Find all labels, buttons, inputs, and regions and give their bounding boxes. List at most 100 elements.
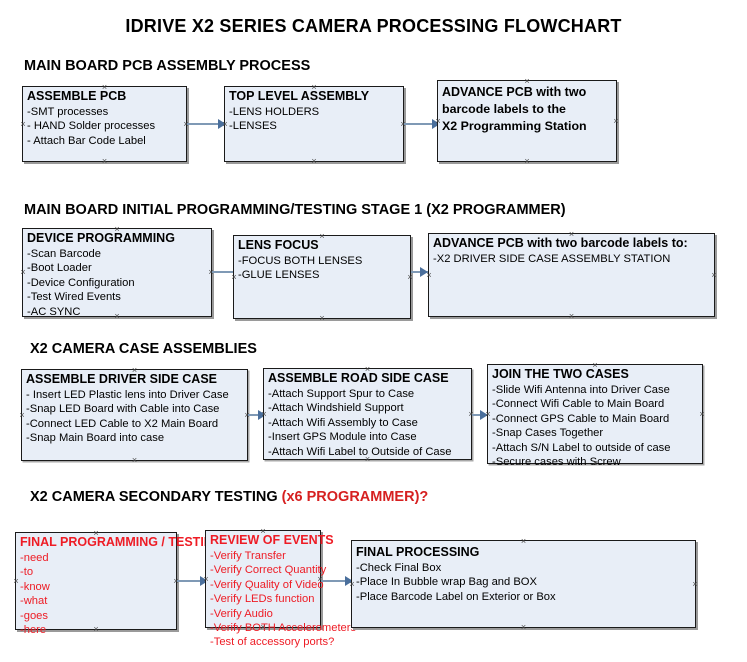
connection-handle-left[interactable]	[18, 411, 27, 420]
connection-handle-left[interactable]	[19, 268, 28, 277]
connection-handle-bottom[interactable]	[113, 312, 122, 321]
connection-handle-right[interactable]	[698, 410, 707, 419]
connection-handle-top[interactable]	[523, 77, 532, 86]
box-item-list: -Attach Support Spur to Case -Attach Win…	[268, 387, 469, 459]
connection-handle-bottom[interactable]	[363, 455, 372, 464]
connection-handle-top[interactable]	[130, 366, 139, 375]
list-item: -Attach Wifi Assembly to Case	[268, 416, 418, 429]
box-advance-pcb-to-x2-programming-station[interactable]: ADVANCE PCB with two barcode labels to t…	[437, 80, 617, 162]
connection-handle-right[interactable]	[406, 273, 415, 282]
box-title: LENS FOCUS	[238, 238, 319, 252]
connection-handle-bottom[interactable]	[92, 625, 101, 634]
connection-handle-left[interactable]	[230, 273, 239, 282]
box-item-list: -SMT processes - HAND Solder processes -…	[27, 105, 184, 148]
connection-handle-top[interactable]	[100, 83, 109, 92]
connection-handle-top[interactable]	[310, 83, 319, 92]
box-assemble-road-side-case[interactable]: ASSEMBLE ROAD SIDE CASE -Attach Support …	[263, 368, 472, 460]
box-title: REVIEW OF EVENTS	[210, 533, 334, 547]
connection-handle-left[interactable]	[434, 117, 443, 126]
box-advance-pcb-to-driver-side-case-assembly[interactable]: ADVANCE PCB with two barcode labels to: …	[428, 233, 715, 317]
connection-handle-bottom[interactable]	[130, 456, 139, 465]
connection-handle-left[interactable]	[348, 580, 357, 589]
list-item: -Verify Transfer	[210, 550, 286, 562]
connector-line	[321, 580, 351, 582]
list-item: -Verify Correct Quantity	[210, 564, 327, 577]
connection-handle-right[interactable]	[612, 117, 621, 126]
box-item-list: - Insert LED Plastic lens into Driver Ca…	[26, 388, 245, 446]
connection-handle-left[interactable]	[12, 577, 21, 586]
connection-handle-bottom[interactable]	[100, 157, 109, 166]
connector-line	[472, 414, 487, 416]
list-item: -to	[20, 566, 34, 579]
box-title: ADVANCE PCB with two	[442, 85, 587, 99]
connection-handle-left[interactable]	[425, 271, 434, 280]
list-item: -FOCUS BOTH LENSES	[238, 255, 363, 267]
connection-handle-top[interactable]	[567, 230, 576, 239]
box-item-list: -Check Final Box -Place In Bubble wrap B…	[356, 561, 693, 604]
connector-line	[248, 414, 266, 416]
box-title: JOIN THE TWO CASES	[492, 367, 629, 381]
box-final-programming-testing[interactable]: FINAL PROGRAMMING / TESTING -need -to -k…	[12, 529, 223, 636]
list-item: -Secure cases with Screw	[492, 456, 621, 469]
connection-handle-top[interactable]	[363, 365, 372, 374]
list-item: -GLUE LENSES	[238, 269, 320, 282]
list-item: X2 Programming Station	[442, 119, 587, 133]
connection-handle-bottom[interactable]	[591, 459, 600, 468]
list-item: - Insert LED Plastic lens into Driver Ca…	[26, 389, 229, 401]
list-item: -Connect GPS Cable to Main Board	[492, 412, 670, 425]
connection-handle-left[interactable]	[260, 410, 269, 419]
connection-handle-bottom[interactable]	[523, 157, 532, 166]
list-item: -Check Final Box	[356, 562, 442, 574]
connection-handle-top[interactable]	[591, 361, 600, 370]
list-item: -Verify LEDs function	[210, 593, 315, 606]
connection-handle-bottom[interactable]	[567, 312, 576, 321]
connection-handle-top[interactable]	[259, 527, 268, 536]
connection-handle-top[interactable]	[318, 232, 327, 241]
box-join-the-two-cases[interactable]: JOIN THE TWO CASES -Slide Wifi Antenna i…	[484, 361, 703, 468]
box-top-level-assembly[interactable]: TOP LEVEL ASSEMBLY -LENS HOLDERS -LENSES	[224, 86, 404, 162]
list-item: -Test of accessory ports?	[210, 636, 335, 649]
list-item: -Verify BOTH Accelerometers	[210, 622, 357, 635]
section-heading-text: MAIN BOARD PCB ASSEMBLY PROCESS	[24, 58, 311, 74]
connection-handle-left[interactable]	[202, 575, 211, 584]
list-item: -Attach Support Spur to Case	[268, 388, 415, 400]
connection-handle-top[interactable]	[92, 529, 101, 538]
connection-handle-bottom[interactable]	[318, 314, 327, 323]
box-item-list: -Scan Barcode -Boot Loader -Device Confi…	[27, 247, 209, 319]
connector-line	[212, 271, 240, 273]
connection-handle-right[interactable]	[710, 271, 719, 280]
list-item: -Slide Wifi Antenna into Driver Case	[492, 384, 670, 396]
box-assemble-driver-side-case[interactable]: ASSEMBLE DRIVER SIDE CASE - Insert LED P…	[21, 369, 248, 461]
connection-handle-left[interactable]	[484, 410, 493, 419]
list-item: -LENS HOLDERS	[229, 106, 320, 118]
box-lens-focus[interactable]: LENS FOCUS -FOCUS BOTH LENSES -GLUE LENS…	[233, 235, 411, 319]
connection-handle-left[interactable]	[221, 120, 230, 129]
connection-handle-bottom[interactable]	[310, 157, 319, 166]
box-title: TOP LEVEL ASSEMBLY	[229, 89, 370, 103]
connection-handle-top[interactable]	[113, 225, 122, 234]
list-item: -Attach S/N Label to outside of case	[492, 441, 671, 454]
connection-handle-bottom[interactable]	[519, 623, 528, 632]
section-heading-text: X2 CAMERA CASE ASSEMBLIES	[30, 341, 257, 357]
box-item-list: -Slide Wifi Antenna into Driver Case -Co…	[492, 383, 700, 469]
list-item: -Connect LED Cable to X2 Main Board	[26, 417, 219, 430]
list-item: -goes	[20, 609, 48, 622]
box-device-programming[interactable]: DEVICE PROGRAMMING -Scan Barcode -Boot L…	[19, 225, 212, 319]
connection-handle-right[interactable]	[316, 575, 325, 584]
box-final-processing[interactable]: FINAL PROCESSING -Check Final Box -Place…	[351, 540, 696, 628]
connection-handle-bottom[interactable]	[259, 623, 268, 632]
list-item: -Place In Bubble wrap Bag and BOX	[356, 576, 537, 589]
box-title: FINAL PROCESSING	[356, 545, 480, 559]
section-heading-main-board-initial-programming-testing-stage-1: MAIN BOARD INITIAL PROGRAMMING/TESTING S…	[24, 202, 566, 218]
connection-handle-right[interactable]	[691, 580, 700, 589]
list-item: -Test Wired Events	[27, 291, 121, 304]
list-item: -Device Configuration	[27, 276, 135, 289]
connection-handle-top[interactable]	[519, 537, 528, 546]
connection-handle-left[interactable]	[19, 120, 28, 129]
box-review-of-events[interactable]: REVIEW OF EVENTS -Verify Transfer -Verif…	[202, 527, 356, 648]
section-heading-text: MAIN BOARD INITIAL PROGRAMMING/TESTING S…	[24, 202, 566, 218]
list-item: -Insert GPS Module into Case	[268, 431, 417, 444]
list-item: -AC SYNC	[27, 305, 81, 318]
box-assemble-pcb[interactable]: ASSEMBLE PCB -SMT processes - HAND Solde…	[22, 86, 187, 162]
list-item: -here	[20, 624, 47, 637]
